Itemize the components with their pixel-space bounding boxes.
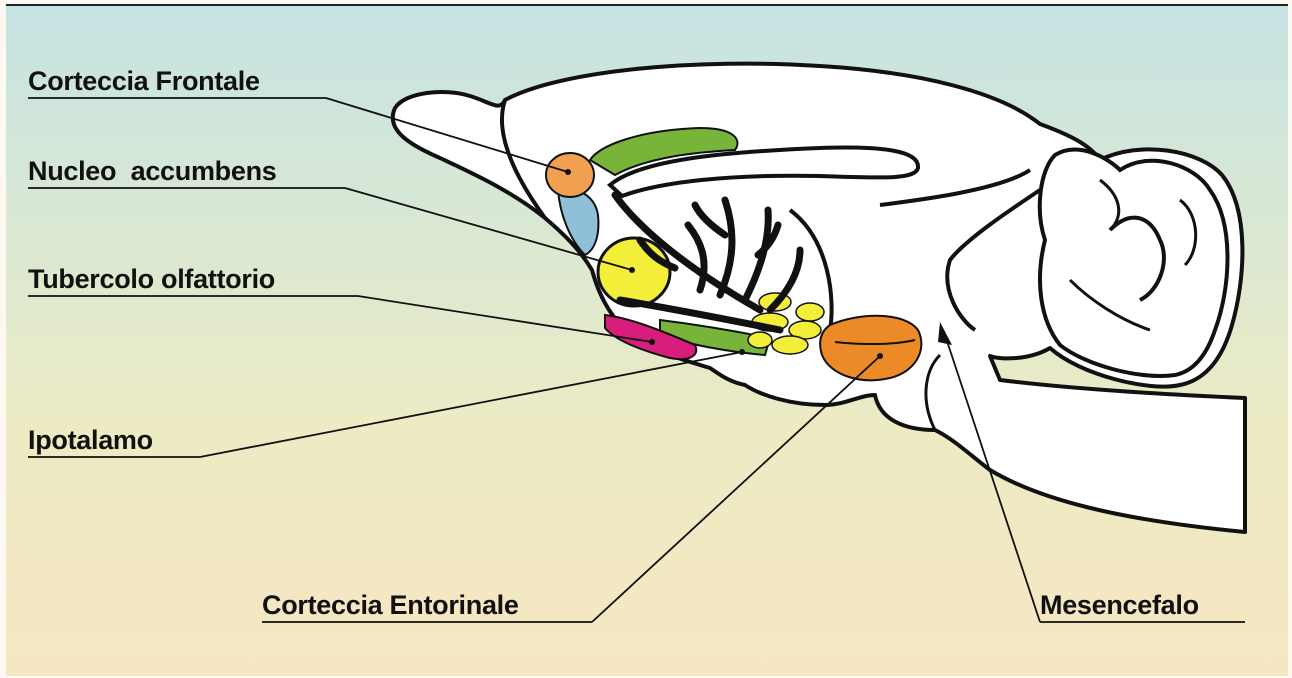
entorhinal-cortex-region (820, 316, 921, 380)
cerebellum (1040, 150, 1228, 376)
label-mesencefalo: Mesencefalo (1040, 590, 1199, 620)
label-corteccia-frontale: Corteccia Frontale (28, 66, 260, 96)
label-nucleo-accumbens: Nucleo accumbens (28, 156, 277, 186)
label-corteccia-entorinale: Corteccia Entorinale (262, 590, 519, 620)
label-ipotalamo: Ipotalamo (28, 425, 153, 455)
frontal-cortex-region (546, 153, 594, 197)
label-tubercolo-olfattorio: Tubercolo olfattorio (28, 264, 275, 294)
